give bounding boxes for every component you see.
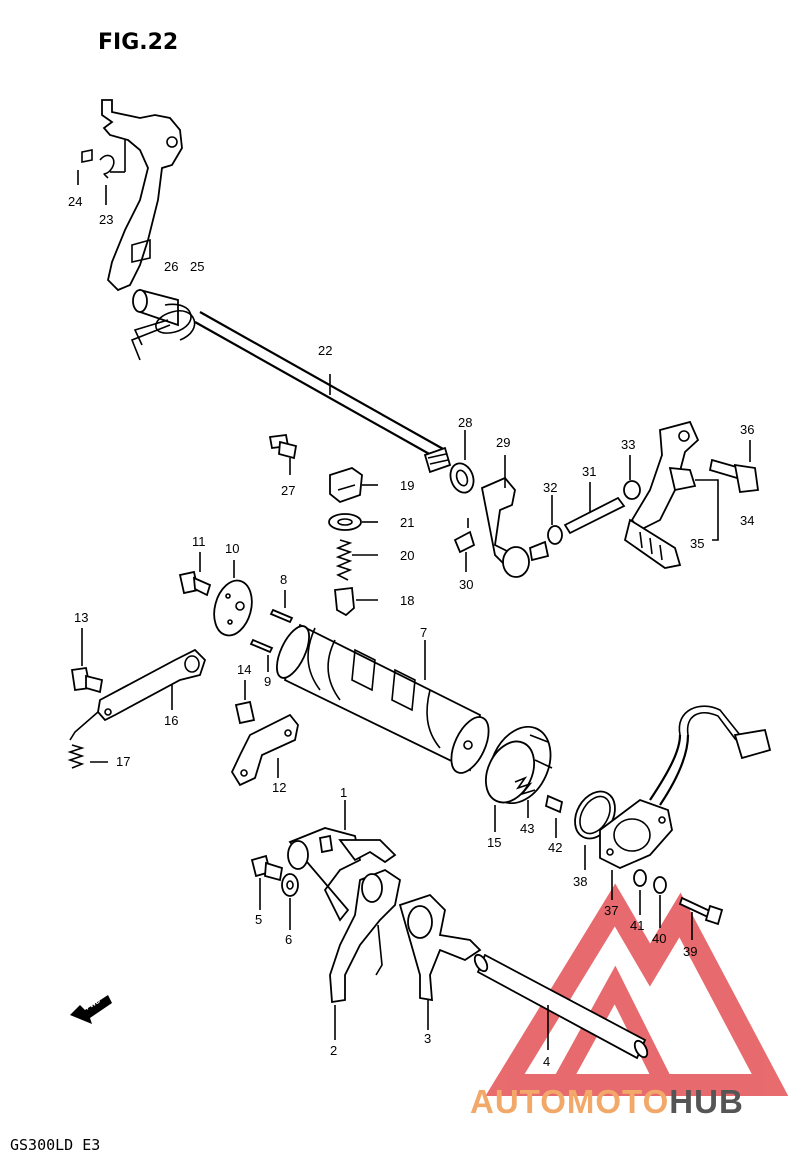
callout-12: 12 <box>272 780 286 795</box>
callout-23: 23 <box>99 212 113 227</box>
callout-11: 11 <box>192 534 206 549</box>
switch-screw-part <box>633 869 724 940</box>
fwd-arrow-icon: FWD <box>70 995 112 1024</box>
callout-41: 41 <box>630 918 644 933</box>
fork-shaft-part <box>473 953 649 1060</box>
callout-42: 42 <box>548 840 562 855</box>
callout-27: 27 <box>281 483 295 498</box>
figure-title: FIG.22 <box>98 30 179 55</box>
shift-link-part <box>453 455 550 578</box>
callout-33: 33 <box>621 437 635 452</box>
bolt-27-part <box>268 434 298 475</box>
callout-36: 36 <box>740 422 754 437</box>
callout-38: 38 <box>573 874 587 889</box>
callout-30: 30 <box>459 577 473 592</box>
callout-4: 4 <box>543 1054 550 1069</box>
callout-18: 18 <box>400 593 414 608</box>
callout-22: 22 <box>318 343 332 358</box>
callout-17: 17 <box>116 754 130 769</box>
bearing-part <box>485 725 564 838</box>
callout-29: 29 <box>496 435 510 450</box>
shift-arm-part <box>77 99 183 292</box>
callout-35: 35 <box>690 536 704 551</box>
stopper-plug-part <box>328 467 378 617</box>
callout-5: 5 <box>255 912 262 927</box>
callout-19: 19 <box>400 478 414 493</box>
shift-drum-part <box>276 623 490 774</box>
watermark-brand-part1: AUTOMOTO <box>470 1083 670 1120</box>
callout-16: 16 <box>164 713 178 728</box>
callout-7: 7 <box>420 625 427 640</box>
neutral-switch-part <box>574 705 772 900</box>
callout-43: 43 <box>520 821 534 836</box>
watermark-brand-part2: HUB <box>669 1083 744 1120</box>
callout-40: 40 <box>652 931 666 946</box>
model-code: GS300LD E3 <box>10 1136 101 1154</box>
callout-31: 31 <box>582 464 596 479</box>
callout-8: 8 <box>280 572 287 587</box>
callout-34: 34 <box>740 513 754 528</box>
callout-9: 9 <box>264 674 271 689</box>
callout-20: 20 <box>400 548 414 563</box>
watermark-brand: AUTOMOTOHUB <box>470 1083 744 1121</box>
pins-part <box>249 590 294 672</box>
callout-6: 6 <box>285 932 292 947</box>
callout-39: 39 <box>683 944 697 959</box>
callout-24: 24 <box>68 194 82 209</box>
callout-15: 15 <box>487 835 501 850</box>
callout-14: 14 <box>237 662 251 677</box>
callout-37: 37 <box>604 903 618 918</box>
shift-rod-part <box>547 455 641 545</box>
oil-seal-part <box>449 430 475 494</box>
shift-forks-part <box>250 800 482 1040</box>
gearshift-shaft-part <box>130 288 452 474</box>
callout-26: 26 <box>164 259 178 274</box>
callout-1: 1 <box>340 785 347 800</box>
callout-28: 28 <box>458 415 472 430</box>
stopper-arm-part <box>67 628 207 769</box>
callout-32: 32 <box>543 480 557 495</box>
callout-21: 21 <box>400 515 414 530</box>
callout-25: 25 <box>190 259 204 274</box>
callout-labels: 1 2 3 4 5 6 7 8 9 10 11 12 13 14 15 16 1… <box>68 194 754 1069</box>
callout-13: 13 <box>74 610 88 625</box>
cam-plate-part <box>178 552 253 637</box>
callout-2: 2 <box>330 1043 337 1058</box>
callout-10: 10 <box>225 541 239 556</box>
gearshift-lever-part <box>623 420 760 569</box>
watermark-logo <box>485 883 789 1096</box>
callout-3: 3 <box>424 1031 431 1046</box>
stopper-plate-part <box>230 680 299 787</box>
